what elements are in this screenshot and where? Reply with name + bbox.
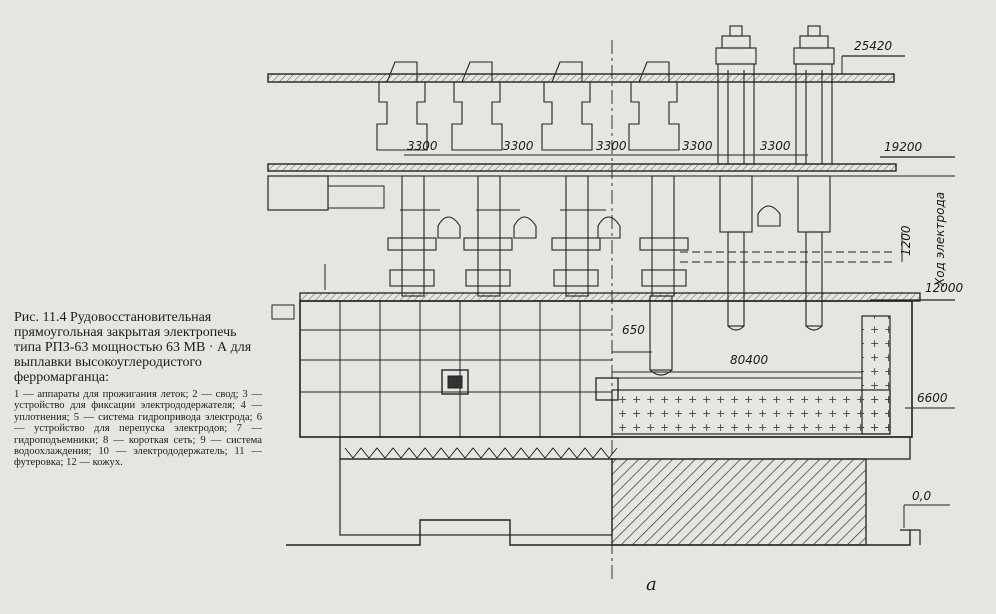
level-label-6600: 6600: [917, 391, 948, 405]
caption-legend: 1 — аппараты для прожигания леток; 2 — с…: [14, 389, 262, 469]
figure-sublabel: а: [646, 574, 657, 595]
width-label-80400: 80400: [730, 353, 769, 367]
width-label-650: 650: [622, 323, 645, 337]
stroke-label-1200: 1200: [899, 225, 913, 256]
level-marks: [903, 407, 955, 528]
pitch-label-4: 3300: [682, 139, 713, 153]
hearth-foundation: [286, 40, 921, 580]
electrode-column-3: [541, 61, 621, 297]
pitch-label-1: 3300: [407, 139, 438, 153]
level-label-19200: 19200: [884, 140, 923, 154]
pitch-label-2: 3300: [503, 139, 534, 153]
stroke-caption: Ход электрода: [933, 192, 947, 287]
figure-caption: Рис. 11.4 Рудовосстановительная прямоуго…: [14, 310, 262, 469]
lining-section: [611, 315, 891, 435]
platform-top: [267, 55, 905, 83]
pitch-label-5: 3300: [760, 139, 791, 153]
level-label-25420: 25420: [854, 39, 893, 53]
electrode-column-6: [793, 25, 835, 331]
electrode-column-4: [628, 61, 689, 376]
electrode-column-5: [715, 25, 781, 331]
caption-title: Рис. 11.4 Рудовосстановительная прямоуго…: [14, 310, 252, 385]
level-label-12000: 12000: [925, 281, 964, 295]
dimension-lines: [404, 154, 903, 373]
platform-middle: [267, 156, 955, 211]
level-label-zero: 0,0: [912, 489, 931, 503]
electrode-column-2: [451, 61, 537, 297]
pitch-label-3: 3300: [596, 139, 627, 153]
platform-lower: [271, 251, 955, 320]
electrode-column-1: [376, 61, 461, 297]
